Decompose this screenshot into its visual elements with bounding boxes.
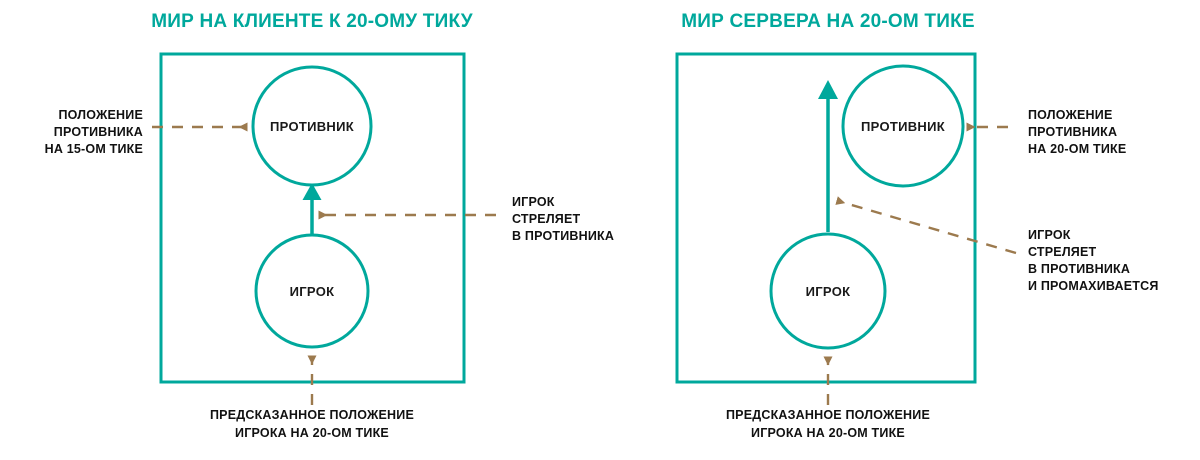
svg-text:ПОЛОЖЕНИЕ: ПОЛОЖЕНИЕ (58, 108, 143, 122)
client-player-label: ИГРОК (290, 284, 335, 299)
svg-text:СТРЕЛЯЕТ: СТРЕЛЯЕТ (1028, 245, 1097, 259)
client-enemy-node: ПРОТИВНИК (251, 65, 373, 187)
client-shot-arrow (302, 183, 322, 237)
svg-text:НА 15-ОМ ТИКЕ: НА 15-ОМ ТИКЕ (45, 142, 143, 156)
server-predicted-annotation: ПРЕДСКАЗАННОЕ ПОЛОЖЕНИЕ ИГРОКА НА 20-ОМ … (726, 408, 930, 440)
panel-client-title: МИР НА КЛИЕНТЕ К 20-ОМУ ТИКУ (151, 11, 472, 32)
svg-text:ПОЛОЖЕНИЕ: ПОЛОЖЕНИЕ (1028, 108, 1113, 122)
svg-text:ИГРОКА НА 20-ОМ ТИКЕ: ИГРОКА НА 20-ОМ ТИКЕ (751, 426, 905, 440)
client-player-circle (254, 233, 370, 349)
server-enemy-circle (841, 64, 965, 188)
client-predicted-annotation: ПРЕДСКАЗАННОЕ ПОЛОЖЕНИЕ ИГРОКА НА 20-ОМ … (210, 408, 414, 440)
panel-server-frame (675, 52, 977, 384)
svg-text:ИГРОК: ИГРОК (1028, 228, 1071, 242)
server-shot-annotation: ИГРОК СТРЕЛЯЕТ В ПРОТИВНИКА И ПРОМАХИВАЕ… (1028, 228, 1159, 293)
client-shot-annotation: ИГРОК СТРЕЛЯЕТ В ПРОТИВНИКА (512, 195, 614, 243)
svg-text:ИГРОК: ИГРОК (512, 195, 555, 209)
svg-text:В ПРОТИВНИКА: В ПРОТИВНИКА (512, 229, 614, 243)
panel-server: МИР СЕРВЕРА НА 20-ОМ ТИКЕ ПРОТИВНИК ИГРО… (675, 11, 1159, 440)
server-player-label: ИГРОК (806, 284, 851, 299)
server-enemy-position-annotation: ПОЛОЖЕНИЕ ПРОТИВНИКА НА 20-ОМ ТИКЕ (1028, 108, 1126, 156)
svg-text:ИГРОКА НА 20-ОМ ТИКЕ: ИГРОКА НА 20-ОМ ТИКЕ (235, 426, 389, 440)
panel-server-title: МИР СЕРВЕРА НА 20-ОМ ТИКЕ (681, 11, 975, 32)
panel-client: МИР НА КЛИЕНТЕ К 20-ОМУ ТИКУ ПРОТИВНИК И… (45, 11, 614, 440)
client-enemy-position-annotation: ПОЛОЖЕНИЕ ПРОТИВНИКА НА 15-ОМ ТИКЕ (45, 108, 143, 156)
svg-text:И ПРОМАХИВАЕТСЯ: И ПРОМАХИВАЕТСЯ (1028, 279, 1159, 293)
server-enemy-label: ПРОТИВНИК (861, 119, 945, 134)
client-enemy-circle (251, 65, 373, 187)
server-enemy-node: ПРОТИВНИК (841, 64, 965, 188)
svg-text:СТРЕЛЯЕТ: СТРЕЛЯЕТ (512, 212, 581, 226)
svg-text:В ПРОТИВНИКА: В ПРОТИВНИКА (1028, 262, 1130, 276)
server-shot-leader (835, 196, 1017, 255)
svg-text:ПРЕДСКАЗАННОЕ ПОЛОЖЕНИЕ: ПРЕДСКАЗАННОЕ ПОЛОЖЕНИЕ (726, 408, 930, 422)
svg-text:ПРОТИВНИКА: ПРОТИВНИКА (54, 125, 143, 139)
server-player-circle (769, 232, 887, 350)
svg-text:НА 20-ОМ ТИКЕ: НА 20-ОМ ТИКЕ (1028, 142, 1126, 156)
server-shot-arrow (818, 80, 838, 232)
svg-text:ПРЕДСКАЗАННОЕ ПОЛОЖЕНИЕ: ПРЕДСКАЗАННОЕ ПОЛОЖЕНИЕ (210, 408, 414, 422)
client-enemy-label: ПРОТИВНИК (270, 119, 354, 134)
client-player-node: ИГРОК (254, 233, 370, 349)
server-player-node: ИГРОК (769, 232, 887, 350)
svg-text:ПРОТИВНИКА: ПРОТИВНИКА (1028, 125, 1117, 139)
